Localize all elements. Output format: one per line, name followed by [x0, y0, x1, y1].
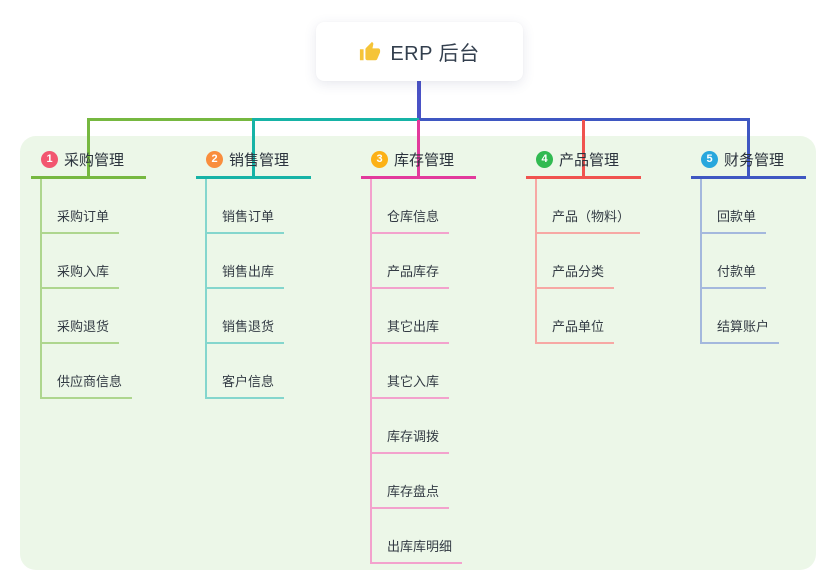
- root-node-label: ERP 后台: [390, 43, 480, 65]
- leaf-node[interactable]: 产品单位: [535, 316, 615, 344]
- branch-node-finance[interactable]: 5 财务管理: [701, 149, 784, 169]
- leaf-node[interactable]: 销售出库: [205, 261, 285, 289]
- leaf-node[interactable]: 仓库信息: [370, 206, 450, 234]
- leaf-node[interactable]: 产品分类: [535, 261, 615, 289]
- branch-1-connector-drop: [87, 118, 90, 178]
- branch-2-title: 销售管理: [229, 151, 290, 169]
- branch-1-connector-horizontal: [87, 118, 254, 121]
- branch-1-title: 采购管理: [64, 151, 125, 169]
- branch-2-connector-drop: [252, 118, 255, 178]
- root-connector-line: [417, 81, 421, 120]
- leaf-node[interactable]: 付款单: [700, 261, 767, 289]
- leaf-node[interactable]: 采购退货: [40, 316, 120, 344]
- branch-2-badge: 2: [206, 150, 223, 168]
- leaf-node[interactable]: 其它入库: [370, 371, 450, 399]
- branch-node-sales[interactable]: 2 销售管理: [206, 149, 289, 169]
- leaf-node[interactable]: 库存调拨: [370, 426, 450, 454]
- root-node[interactable]: ERP 后台: [316, 22, 523, 81]
- leaf-node[interactable]: 销售订单: [205, 206, 285, 234]
- leaf-node[interactable]: 库存盘点: [370, 481, 450, 509]
- branch-5-underline: [691, 176, 806, 179]
- branch-3-underline: [361, 176, 476, 179]
- leaf-node[interactable]: 产品库存: [370, 261, 450, 289]
- leaf-node[interactable]: 其它出库: [370, 316, 450, 344]
- thumbs-up-icon: [359, 41, 381, 63]
- branch-node-purchase[interactable]: 1 采购管理: [41, 149, 124, 169]
- branch-4-items: 产品（物料） 产品分类 产品单位: [535, 179, 641, 344]
- branch-3-items: 仓库信息 产品库存 其它出库 其它入库 库存调拨 库存盘点 出库库明细: [370, 179, 463, 564]
- branch-4-underline: [526, 176, 641, 179]
- branch-2-underline: [196, 176, 311, 179]
- branch-1-items: 采购订单 采购入库 采购退货 供应商信息: [40, 179, 133, 399]
- branch-1-badge: 1: [41, 150, 58, 168]
- branch-4-badge: 4: [536, 150, 553, 168]
- branch-node-product[interactable]: 4 产品管理: [536, 149, 619, 169]
- branch-4-title: 产品管理: [559, 151, 620, 169]
- branch-5-connector-drop: [747, 120, 750, 178]
- leaf-node[interactable]: 采购订单: [40, 206, 120, 234]
- branch-1-underline: [31, 176, 146, 179]
- branch-5-badge: 5: [701, 150, 718, 168]
- leaf-node[interactable]: 销售退货: [205, 316, 285, 344]
- branches-panel: [20, 136, 816, 570]
- branch-4-connector-drop: [582, 120, 585, 178]
- leaf-node[interactable]: 结算账户: [700, 316, 780, 344]
- branch-2-connector-horizontal: [252, 118, 419, 121]
- leaf-node[interactable]: 回款单: [700, 206, 767, 234]
- leaf-node[interactable]: 客户信息: [205, 371, 285, 399]
- branch-5-title: 财务管理: [724, 151, 785, 169]
- branch-node-inventory[interactable]: 3 库存管理: [371, 149, 454, 169]
- branch-2-items: 销售订单 销售出库 销售退货 客户信息: [205, 179, 285, 399]
- branch-5-items: 回款单 付款单 结算账户: [700, 179, 780, 344]
- branch-3-badge: 3: [371, 150, 388, 168]
- branch-3-connector-drop: [417, 120, 420, 178]
- leaf-node[interactable]: 采购入库: [40, 261, 120, 289]
- branch-5-connector-horizontal: [419, 118, 750, 121]
- leaf-node[interactable]: 出库库明细: [370, 536, 463, 564]
- leaf-node[interactable]: 产品（物料）: [535, 206, 641, 234]
- branch-3-title: 库存管理: [394, 151, 455, 169]
- leaf-node[interactable]: 供应商信息: [40, 371, 133, 399]
